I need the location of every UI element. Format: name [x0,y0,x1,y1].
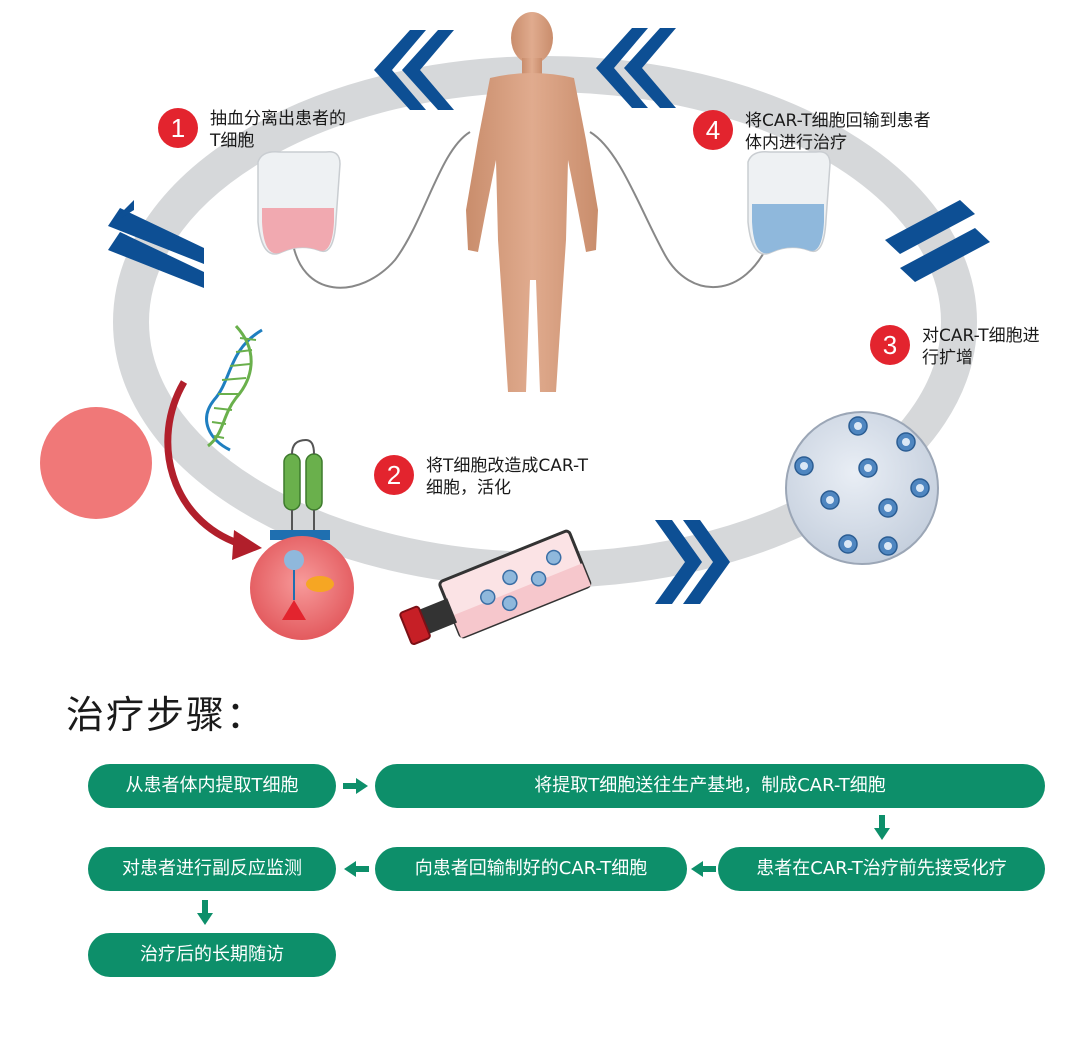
blood-bag-icon-right [747,150,831,255]
flow-step-6: 治疗后的长期随访 [88,933,336,977]
arrowhead [232,530,262,560]
step-1-text: 抽血分离出患者的 T细胞 [210,109,346,151]
chevron-icon-left [108,200,204,288]
flow-step-3: 患者在CAR-T治疗前先接受化疗 [718,847,1045,891]
section-title: 治疗步骤： [66,693,267,737]
car-t-cycle-diagram [40,12,990,645]
arrow-icon-left [344,861,369,877]
step-3-badge: 3 [870,325,910,365]
step-3-text: 对CAR-T细胞进 行扩增 [922,326,1040,368]
tube-right [589,131,771,288]
flow-step-5: 对患者进行副反应监测 [88,847,336,891]
cell-icon-modified [250,536,354,640]
tube-left [291,131,471,289]
arrow-icon-left [691,861,716,877]
arrow-icon-down [197,900,213,925]
culture-dish-icon [785,411,939,565]
chevron-icon-bottom [655,520,730,604]
step-4-badge: 4 [693,110,733,150]
human-body-icon [466,12,598,392]
step-4: 4 将CAR-T细胞回输到患者 体内进行治疗 [693,110,931,154]
flow-step-4: 向患者回输制好的CAR-T细胞 [375,847,687,891]
step-3: 3 对CAR-T细胞进 行扩增 [870,325,1040,369]
arrow-icon-down [874,815,890,840]
cell-icon-large [40,407,152,519]
step-1: 1 抽血分离出患者的 T细胞 [158,108,346,152]
chevron-icon-top-right [596,28,676,108]
step-1-badge: 1 [158,108,198,148]
dna-icon [205,324,263,452]
chevron-icon-right [885,200,990,282]
step-4-text: 将CAR-T细胞回输到患者 体内进行治疗 [745,111,931,153]
step-2-text: 将T细胞改造成CAR-T 细胞，活化 [426,456,588,498]
arrow-icon-red [164,380,242,548]
flow-step-2: 将提取T细胞送往生产基地，制成CAR-T细胞 [375,764,1045,808]
step-2: 2 将T细胞改造成CAR-T 细胞，活化 [374,455,588,499]
blood-bag-icon-left [257,150,341,255]
step-2-badge: 2 [374,455,414,495]
chevron-icon-top-left [374,30,454,110]
receptor-icon [270,438,330,540]
arrow-icon-right [343,778,368,794]
flow-step-1: 从患者体内提取T细胞 [88,764,336,808]
flask-icon [399,529,592,645]
